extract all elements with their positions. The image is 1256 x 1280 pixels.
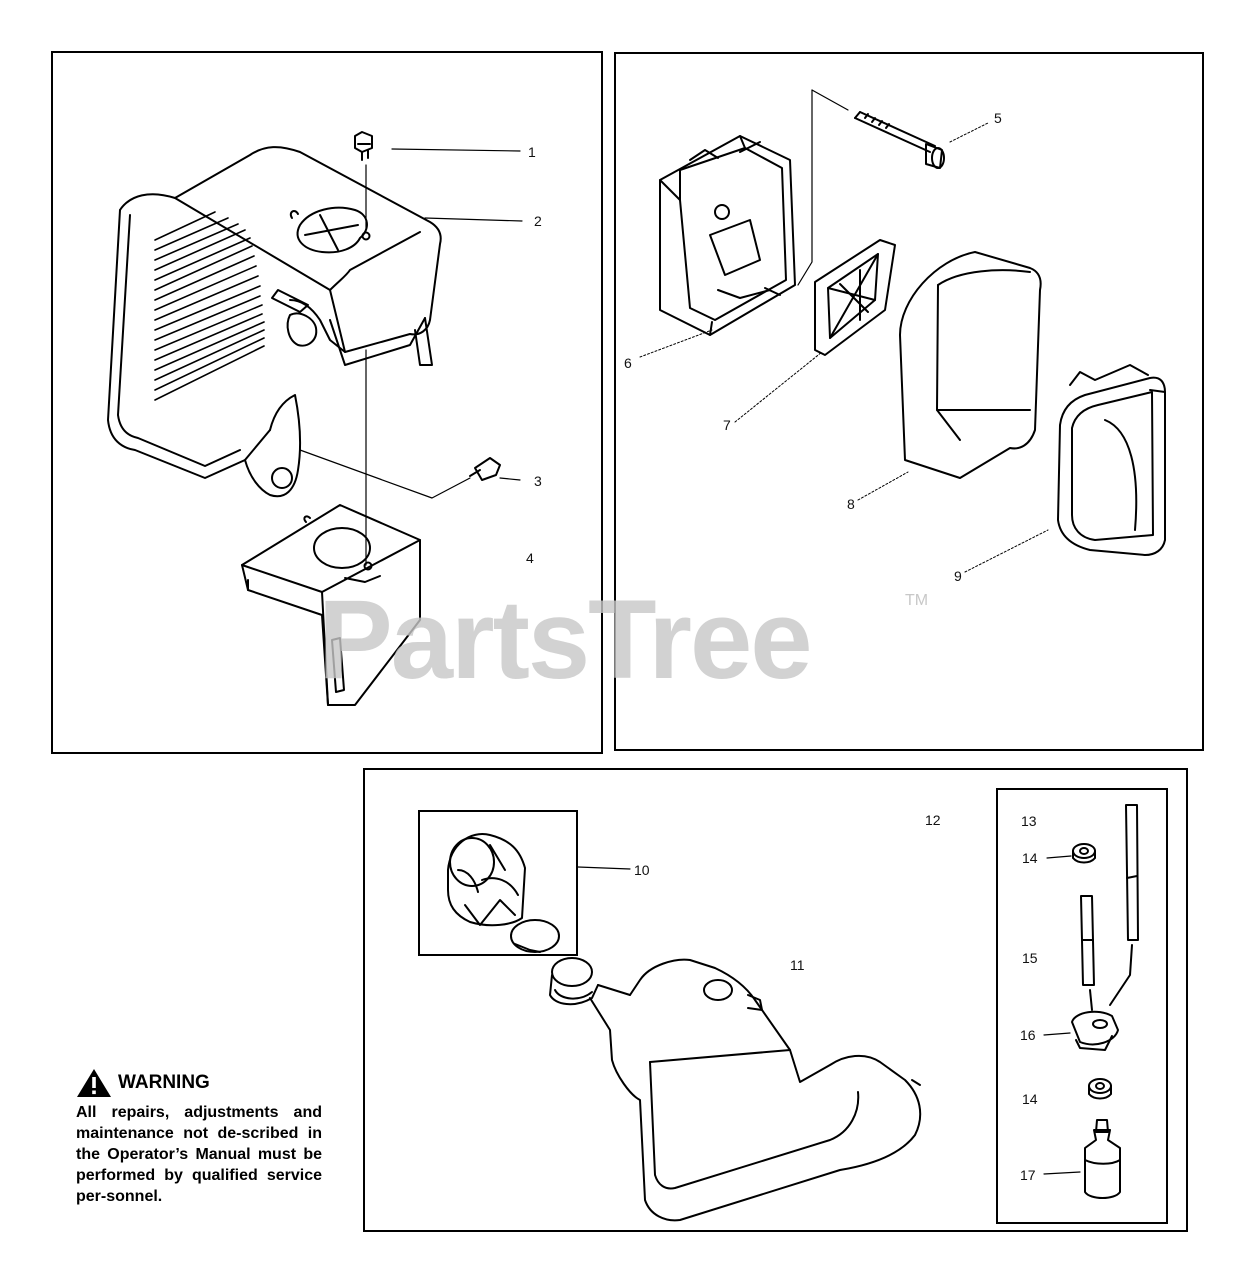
warning-title: WARNING [118, 1072, 210, 1093]
part-bolt-5 [854, 111, 945, 169]
panel-shroud [51, 51, 603, 754]
part-screw-3 [469, 457, 501, 481]
part-grommet-16 [1071, 1010, 1119, 1051]
warning-triangle-icon [77, 1069, 111, 1097]
part-grommet-14b [1088, 1078, 1112, 1100]
part-filter-base-6 [659, 135, 796, 336]
panel-air-filter [614, 52, 1204, 751]
callout-3: 3 [534, 473, 542, 489]
callout-15: 15 [1022, 950, 1038, 966]
callout-12: 12 [925, 812, 941, 828]
part-filter-cover-9 [1057, 364, 1166, 556]
callout-9: 9 [954, 568, 962, 584]
part-screw-1 [354, 131, 373, 161]
callout-2: 2 [534, 213, 542, 229]
warning-box: WARNING All repairs, adjustments and mai… [76, 1068, 322, 1207]
part-fuel-cap-10 [447, 833, 560, 953]
panel-fuel-line-detail [996, 788, 1168, 1224]
warning-text: All repairs, adjustments and maintenance… [76, 1104, 322, 1205]
watermark-trademark: TM [905, 592, 929, 609]
callout-16: 16 [1020, 1027, 1036, 1043]
part-gasket-7 [814, 239, 896, 356]
callout-7: 7 [723, 417, 731, 433]
callout-13: 13 [1021, 813, 1037, 829]
callout-17: 17 [1020, 1167, 1036, 1183]
callout-8: 8 [847, 496, 855, 512]
callout-1: 1 [528, 144, 536, 160]
callout-11: 11 [790, 957, 805, 973]
panel-fuel-tank [363, 768, 1188, 1232]
part-grommet-14 [1072, 843, 1096, 864]
part-heat-shield-4 [241, 504, 421, 706]
warning-heading: WARNING [76, 1068, 322, 1098]
part-fuel-line-15 [1080, 895, 1095, 1011]
part-fuel-tank-11 [549, 957, 922, 1222]
callout-4: 4 [526, 550, 534, 566]
callout-14-bottom: 14 [1022, 1091, 1038, 1107]
callout-14-top: 14 [1022, 850, 1038, 866]
callout-10: 10 [634, 862, 650, 878]
part-shroud-cover-2 [107, 146, 442, 498]
part-fuel-filter-17 [1084, 1119, 1121, 1199]
watermark-partstree: PartsTree [318, 577, 813, 702]
part-fuel-line-13 [1109, 804, 1139, 1006]
panel-fuel-cap-detail [418, 810, 578, 956]
callout-6: 6 [624, 355, 632, 371]
part-filter-element-8 [899, 251, 1042, 479]
callout-5: 5 [994, 110, 1002, 126]
